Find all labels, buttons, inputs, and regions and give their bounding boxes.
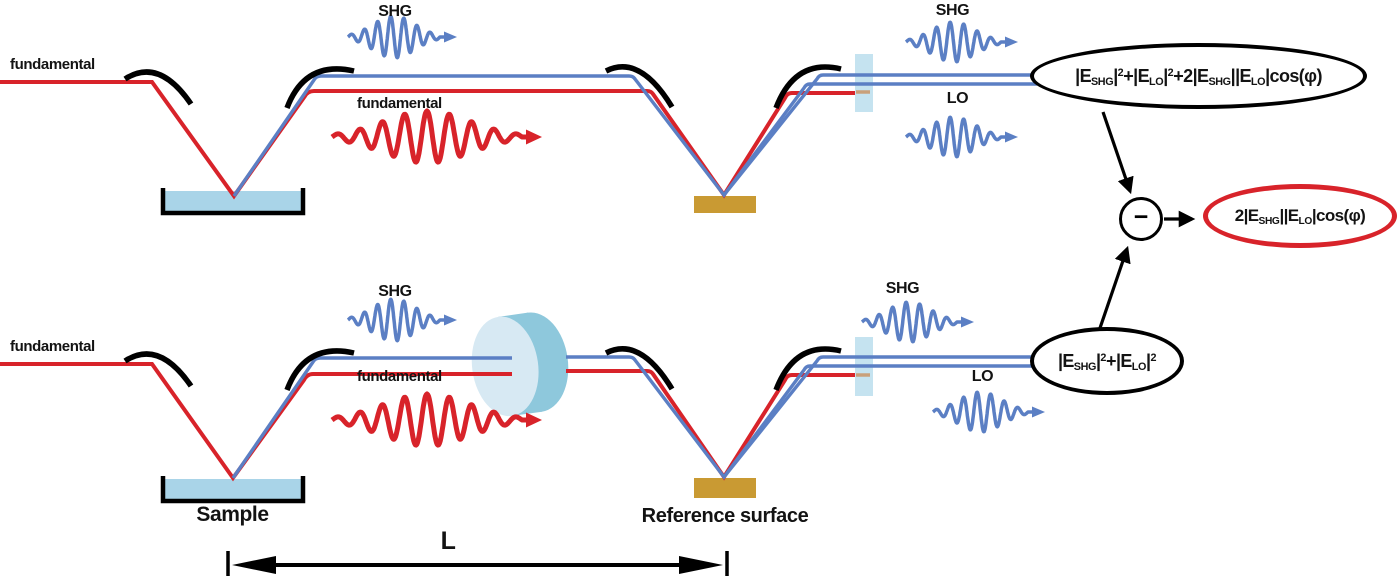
curved-mirror xyxy=(284,66,355,110)
distance-end-ticks xyxy=(226,551,729,576)
detector-formula-top: |ESHG|2+|ELO|2+2|ESHG||ELO|cos(φ) xyxy=(1075,65,1322,88)
subtraction-node: − xyxy=(1119,197,1163,241)
beam-lo-top xyxy=(722,82,1037,197)
curved-mirror xyxy=(123,351,194,388)
wave-packet-shg-bottom-mid xyxy=(346,297,457,343)
curved-mirror xyxy=(604,346,675,391)
shg-output-label-bottom: SHG xyxy=(885,280,920,297)
fundamental-input-label-top: fundamental xyxy=(10,56,95,73)
shg-pulse-label-top-mid: SHG xyxy=(378,3,412,20)
sample-holder-bracket-top xyxy=(160,188,306,216)
reference-surface-top xyxy=(694,196,756,213)
fundamental-input-label-bottom: fundamental xyxy=(10,338,95,355)
detector-formula-bottom: |ESHG|2+|ELO|2 xyxy=(1057,350,1157,373)
delay-window-disk xyxy=(471,312,569,417)
curved-mirror xyxy=(123,69,194,106)
fundamental-pulse-label-top-mid: fundamental xyxy=(357,95,442,112)
result-formula: 2|ESHG||ELO|cos(φ) xyxy=(1234,206,1366,227)
wave-packet-fundamental-bottom-mid xyxy=(330,391,542,448)
disk-front-face xyxy=(471,316,539,417)
curved-mirror xyxy=(773,346,842,391)
beam-shg-top xyxy=(232,73,1037,198)
detector-formula-ellipse-bottom: |ESHG|2+|ELO|2 xyxy=(1030,327,1184,395)
beam-fundamental-top xyxy=(0,80,855,200)
sample-top xyxy=(165,191,301,212)
lo-output-label-bottom: LO xyxy=(971,368,994,385)
connector-top-detector-to-subtractor xyxy=(1101,111,1134,195)
curved-mirror xyxy=(284,348,355,392)
beam-lo-bottom xyxy=(722,364,1037,479)
wave-packet-fundamental-top-mid xyxy=(330,108,542,165)
wave-packet-shg-top-mid xyxy=(346,14,457,60)
sample-bottom xyxy=(165,479,301,499)
distance-arrowhead-left xyxy=(232,556,276,574)
sample-holder-bracket-bottom xyxy=(160,476,306,504)
connector-bottom-detector-to-subtractor xyxy=(1098,245,1131,329)
reference-surface-label: Reference surface xyxy=(641,505,809,527)
reference-surface-bottom xyxy=(694,478,756,498)
wave-packet-lo-top-right xyxy=(904,115,1018,159)
minus-operator: − xyxy=(1133,203,1149,231)
shg-output-label-top: SHG xyxy=(935,2,970,19)
fundamental-pulse-label-bottom-mid: fundamental xyxy=(357,368,442,385)
lo-output-label-top: LO xyxy=(946,90,969,107)
result-formula-ellipse: 2|ESHG||ELO|cos(φ) xyxy=(1203,184,1397,248)
sample-label: Sample xyxy=(196,503,269,526)
wave-packet-shg-bottom-right xyxy=(860,300,974,344)
shg-pulse-label-bottom-mid: SHG xyxy=(378,283,412,300)
curved-mirror xyxy=(604,64,675,109)
wave-packet-lo-bottom-right xyxy=(931,390,1045,434)
distance-arrowhead-right xyxy=(679,556,723,574)
distance-label: L xyxy=(440,527,456,555)
detector-formula-ellipse-top: |ESHG|2+|ELO|2+2|ESHG||ELO|cos(φ) xyxy=(1030,43,1367,109)
curved-mirror xyxy=(773,64,842,109)
wave-packet-shg-top-right xyxy=(904,20,1018,64)
